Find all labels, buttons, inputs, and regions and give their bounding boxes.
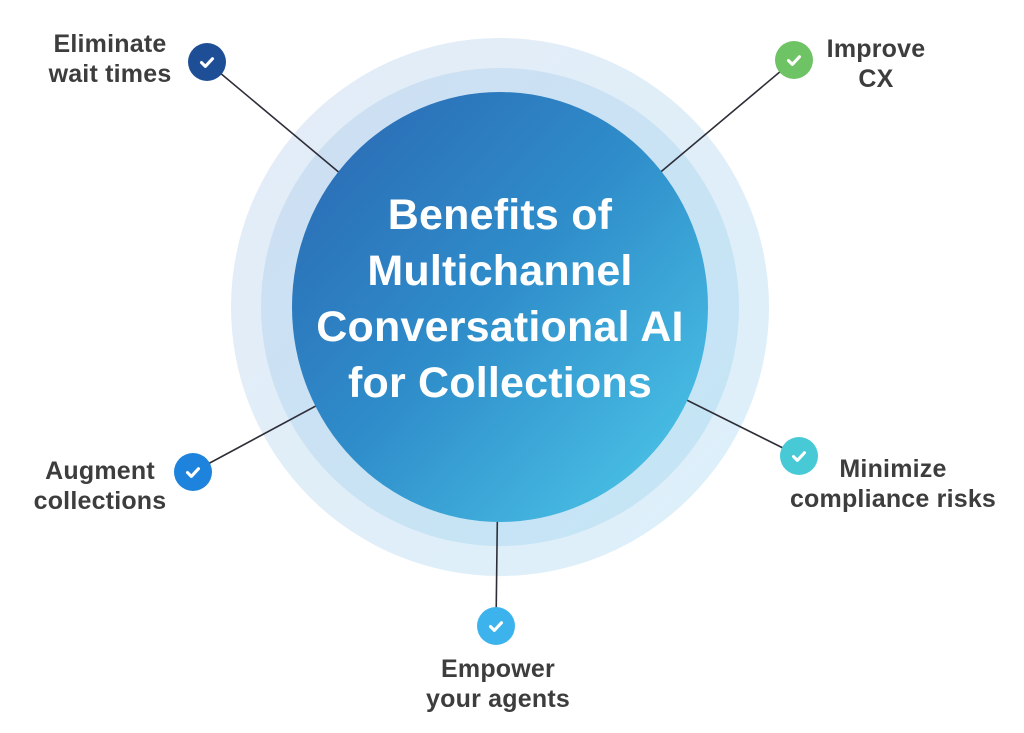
benefit-label-line: collections	[33, 487, 167, 515]
benefit-label-line: your agents	[426, 685, 570, 713]
benefit-label-minimize-compliance-risks: Minimize compliance risks	[781, 454, 1005, 514]
benefit-label-augment-collections: Augment collections	[15, 456, 185, 516]
central-circle: Benefits of Multichannel Conversational …	[292, 92, 708, 522]
benefit-label-line: Improve	[826, 35, 926, 63]
benefit-label-eliminate-wait-times: Eliminate wait times	[25, 29, 195, 89]
benefit-label-line: wait times	[48, 60, 172, 88]
benefit-label-line: Empower	[441, 655, 555, 683]
title-line: Benefits of	[387, 191, 613, 239]
checkmark-icon	[477, 607, 515, 645]
benefit-label-improve-cx: Improve CX	[801, 34, 951, 94]
benefit-label-line: Minimize	[839, 455, 947, 483]
benefit-label-line: CX	[858, 65, 894, 93]
diagram-title: Benefits of Multichannel Conversational …	[316, 187, 683, 411]
benefit-label-line: compliance risks	[789, 485, 997, 513]
benefit-label-line: Eliminate	[53, 30, 167, 58]
title-line: for Collections	[347, 359, 652, 407]
benefit-label-line: Augment	[45, 457, 155, 485]
title-line: Multichannel	[367, 247, 633, 295]
title-line: Conversational AI	[316, 303, 684, 351]
benefit-label-empower-your-agents: Empower your agents	[413, 654, 583, 714]
